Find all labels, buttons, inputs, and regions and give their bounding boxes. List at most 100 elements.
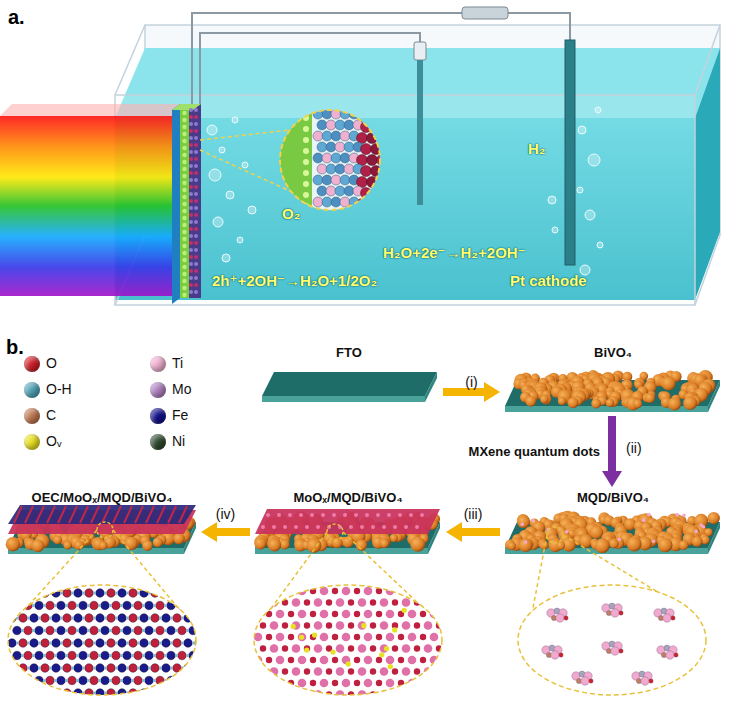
pt-cathode — [565, 40, 575, 265]
atom — [49, 666, 52, 669]
atom — [96, 689, 105, 698]
atom — [134, 651, 143, 660]
atom — [123, 676, 132, 685]
atom — [16, 616, 19, 619]
atom — [170, 591, 173, 594]
atom — [408, 587, 417, 596]
atom — [181, 691, 184, 694]
atom — [82, 641, 85, 644]
zoom-atom — [303, 170, 309, 176]
atom — [398, 657, 404, 663]
atom — [159, 691, 162, 694]
atom — [41, 639, 50, 648]
atom — [79, 676, 88, 685]
zoom-marker — [97, 522, 113, 538]
moox-dot — [266, 513, 270, 517]
atom — [74, 664, 83, 673]
zoom-atom — [361, 188, 372, 199]
atom — [559, 653, 563, 657]
bubble — [597, 242, 603, 248]
atom — [43, 604, 46, 607]
atom — [65, 679, 68, 682]
anode-particle — [182, 174, 186, 178]
bubble — [209, 169, 221, 181]
atom — [27, 616, 30, 619]
atom — [49, 641, 52, 644]
anode-particle — [182, 237, 186, 241]
moox-dot — [316, 525, 320, 529]
atom — [162, 639, 171, 648]
mqd-dot — [694, 530, 698, 534]
atom — [107, 614, 116, 623]
atom — [90, 676, 99, 685]
atom — [46, 601, 55, 610]
anode-particle — [189, 227, 193, 231]
atom — [332, 680, 338, 686]
atom — [151, 689, 160, 698]
bubble — [242, 162, 248, 168]
bivo4-particle — [280, 539, 290, 549]
atom — [43, 654, 46, 657]
anode-particle — [182, 188, 186, 192]
legend-swatch — [150, 408, 166, 424]
atom — [30, 589, 39, 598]
atom — [46, 626, 55, 635]
anode-particle — [182, 125, 186, 129]
atom — [123, 651, 132, 660]
bivo4-particle — [153, 537, 163, 547]
mqd-dot — [675, 513, 679, 517]
anode-particle — [182, 181, 186, 185]
anode-particle — [189, 206, 193, 210]
zoom-atom — [377, 133, 388, 144]
atom — [8, 589, 17, 598]
atom — [380, 621, 389, 630]
atom — [30, 639, 39, 648]
anode-particle — [182, 118, 186, 122]
atom — [170, 666, 173, 669]
atom — [186, 604, 189, 607]
mqd-dot — [642, 518, 646, 522]
atom — [71, 666, 74, 669]
atom — [332, 657, 338, 663]
atom — [402, 644, 411, 653]
bivo4-particle — [32, 539, 45, 552]
anode-particle — [182, 230, 186, 234]
atom — [320, 633, 329, 642]
atom — [192, 616, 195, 619]
atom — [52, 664, 61, 673]
oec-stripe — [179, 506, 187, 523]
atom — [120, 629, 123, 632]
atom — [175, 654, 178, 657]
mqd-dot — [520, 522, 524, 526]
atom — [200, 676, 209, 685]
zoom-atom — [317, 142, 327, 152]
atom — [142, 679, 145, 682]
atom — [292, 690, 301, 699]
bivo4-particle — [356, 539, 367, 550]
atom — [332, 611, 338, 617]
atom — [148, 691, 151, 694]
mqd-dot — [652, 540, 656, 544]
atom — [611, 647, 619, 655]
atom — [156, 626, 165, 635]
atom — [282, 622, 288, 628]
wires — [192, 13, 570, 104]
atom — [148, 666, 151, 669]
zoom-atom — [326, 120, 336, 130]
atom — [32, 654, 35, 657]
mqd-dot — [702, 525, 706, 529]
atom — [167, 676, 176, 685]
anode-particle — [194, 283, 198, 287]
atom — [90, 651, 99, 660]
atom — [63, 589, 72, 598]
atom — [380, 644, 389, 653]
zoom-outline — [518, 585, 706, 695]
anode-particle — [182, 202, 186, 206]
atom — [32, 679, 35, 682]
zoom-atom — [371, 122, 382, 133]
atom — [424, 690, 433, 699]
stage-heading: OEC/MoOₓ/MQD/BiVO₄ — [6, 490, 198, 506]
vacancy — [384, 646, 389, 651]
zoom-atom — [344, 120, 354, 130]
atom — [131, 679, 134, 682]
